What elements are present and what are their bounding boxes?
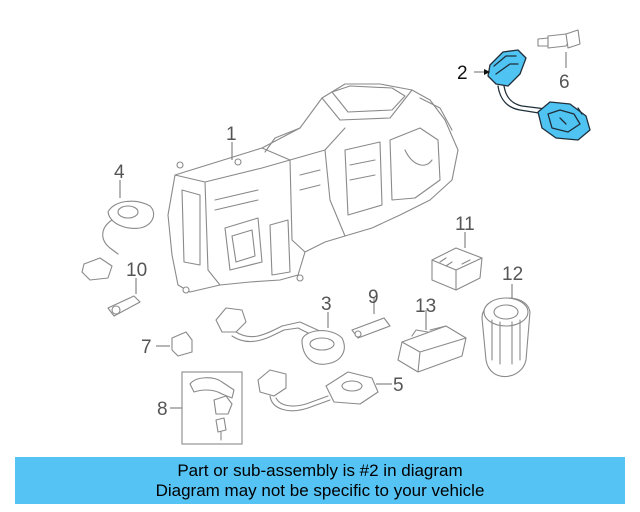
part-8-kit: [181, 371, 243, 445]
callout-11: 11: [455, 214, 475, 235]
part-13-module: [397, 325, 467, 373]
banner-line-1: Part or sub-assembly is #2 in diagram: [177, 460, 463, 480]
callout-12: 12: [502, 264, 523, 285]
parts-diagram: 1 2 6 4 10 7: [81, 29, 591, 445]
callout-2: 2: [457, 63, 468, 84]
part-4-sensor: [81, 200, 155, 281]
callout-7: 7: [141, 337, 152, 358]
callout-6: 6: [559, 72, 570, 93]
callout-5: 5: [393, 375, 404, 396]
banner-line-2: Diagram may not be specific to your vehi…: [155, 480, 485, 500]
callout-1: 1: [226, 124, 237, 145]
callout-9: 9: [368, 287, 379, 308]
callout-13: 13: [415, 296, 436, 317]
callout-4: 4: [114, 162, 125, 183]
part-6-bolt: [537, 29, 581, 49]
part-9-lever: [351, 317, 391, 339]
part-12-blower: [481, 297, 531, 378]
callout-3: 3: [321, 294, 332, 315]
callout-10: 10: [126, 260, 147, 281]
part-10-clip: [107, 295, 141, 317]
part-2-harness: [487, 49, 591, 141]
part-11-resistor: [431, 247, 483, 291]
part-5-actuator: [257, 369, 379, 412]
hvac-housing: [167, 83, 459, 294]
part-7-connector: [171, 331, 193, 357]
part-3-actuator: [215, 307, 345, 365]
callout-8: 8: [157, 399, 168, 420]
info-banner: Part or sub-assembly is #2 in diagram Di…: [15, 457, 625, 504]
